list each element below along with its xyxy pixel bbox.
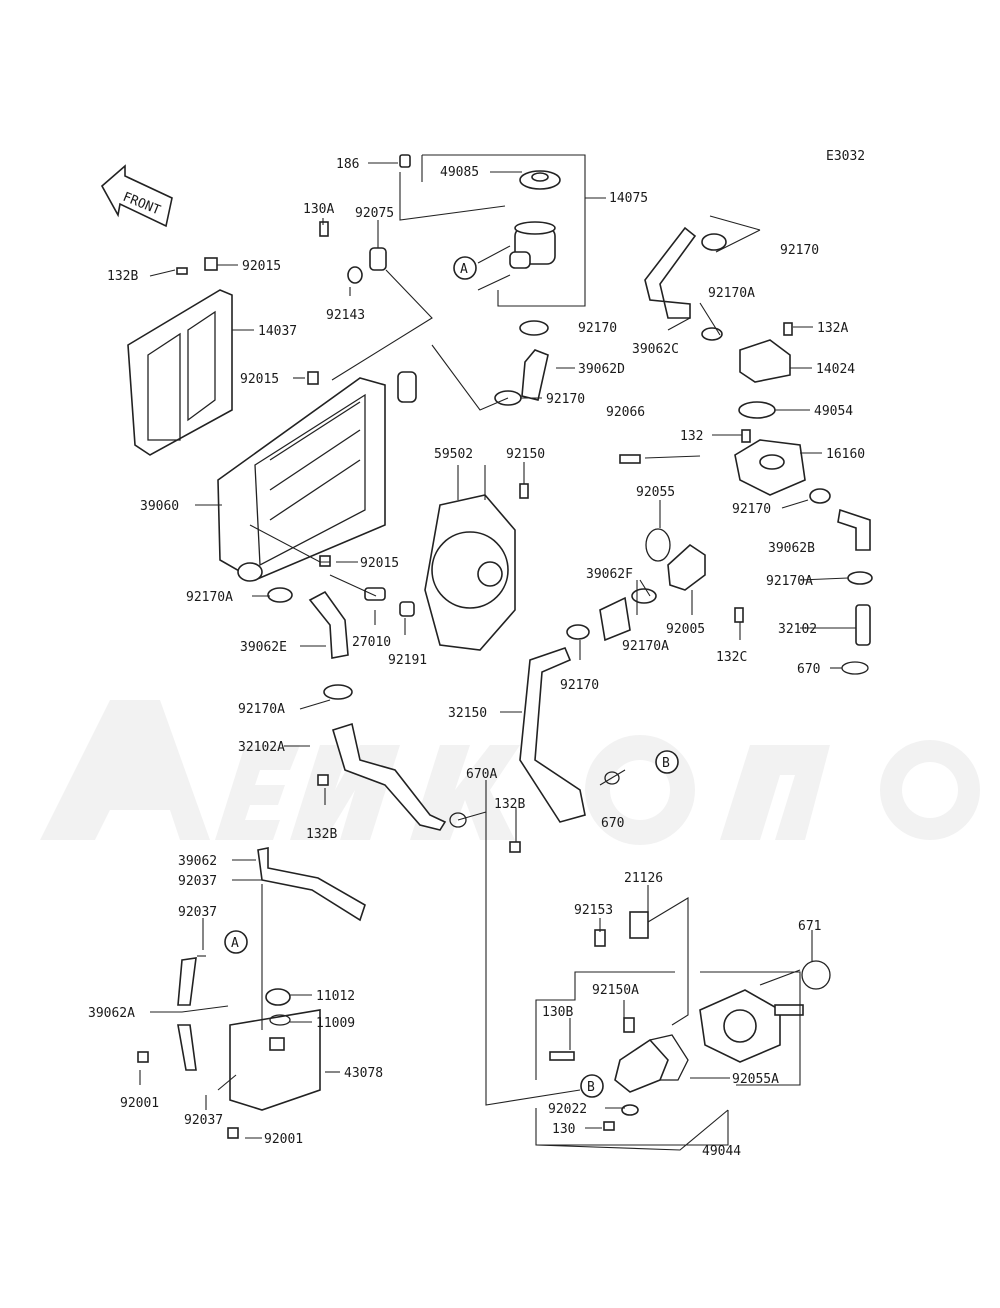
hose-clamp-icon [267,233,873,700]
label-132A: 132A [817,321,848,336]
label-92150A: 92150A [592,983,639,998]
label-32102: 32102 [778,622,817,637]
label-671: 671 [798,919,821,934]
radiator-shroud-icon [127,289,233,456]
label-39062F: 39062F [586,567,633,582]
label-92037-a: 92037 [178,874,217,889]
label-92055A: 92055A [732,1072,779,1087]
thermostat-housing-icon [734,339,806,496]
label-670-low: 670 [601,816,624,831]
label-92015-top: 92015 [242,259,281,274]
reserve-tank-icon [137,988,321,1139]
label-39062C: 39062C [632,342,679,357]
label-92170-c: 92170 [560,678,599,693]
label-39062: 39062 [178,854,217,869]
radiator-cap-icon [519,170,561,190]
label-92170A-mid: 92170A [622,639,669,654]
label-132B-left: 132B [306,827,337,842]
label-11012: 11012 [316,989,355,1004]
label-132C: 132C [716,650,747,665]
label-92037-c: 92037 [184,1113,223,1128]
fitting-icon [307,322,793,853]
label-92005: 92005 [666,622,705,637]
label-14024: 14024 [816,362,855,377]
label-39062E: 39062E [240,640,287,655]
label-670: 670 [797,662,820,677]
label-186: 186 [336,157,359,172]
label-132: 132 [680,429,703,444]
bolt-icon [176,221,387,284]
label-92015-mid: 92015 [240,372,279,387]
label-32150: 32150 [448,706,487,721]
label-27010: 27010 [352,635,391,650]
cooling-fan-icon [424,494,516,651]
label-92015-low: 92015 [360,556,399,571]
label-130: 130 [552,1122,575,1137]
label-92170A-r: 92170A [766,574,813,589]
label-39060: 39060 [140,499,179,514]
label-670A: 670A [466,767,497,782]
svg-text:B: B [587,1080,595,1095]
label-92170-r: 92170 [732,502,771,517]
label-130B: 130B [542,1005,573,1020]
label-39062A: 39062A [88,1006,135,1021]
label-49044: 49044 [702,1144,741,1159]
water-pump-icon [549,911,804,1131]
label-130A: 130A [303,202,334,217]
label-132B-low: 132B [494,797,525,812]
label-92037-b: 92037 [178,905,217,920]
label-92055: 92055 [636,485,675,500]
label-92170A-low: 92170A [238,702,285,717]
label-92001-a: 92001 [120,1096,159,1111]
label-21126: 21126 [624,871,663,886]
svg-text:A: A [460,262,468,277]
callout-b-icon: B B [580,750,679,1098]
label-49085: 49085 [440,165,479,180]
watermark [40,700,980,845]
o-ring-icon [449,528,869,990]
radiator-icon [217,371,417,582]
label-92150: 92150 [506,447,545,462]
callout-a-icon: A A [224,256,477,954]
label-92170-top: 92170 [780,243,819,258]
label-11009: 11009 [316,1016,355,1031]
label-92170A-l: 92170A [186,590,233,605]
leader-lines [139,154,856,1151]
label-16160: 16160 [826,447,865,462]
label-49054: 49054 [814,404,853,419]
label-92153: 92153 [574,903,613,918]
label-14037: 14037 [258,324,297,339]
part-labels: 186 49085 14075 130A 92075 92170 132B 92… [88,157,865,1159]
label-92143: 92143 [326,308,365,323]
label-92066: 92066 [606,405,645,420]
label-92170-mid: 92170 [578,321,617,336]
label-59502: 59502 [434,447,473,462]
label-92170A-top: 92170A [708,286,755,301]
label-32102A: 32102A [238,740,285,755]
label-92001-b: 92001 [264,1132,303,1147]
label-14075: 14075 [609,191,648,206]
svg-text:A: A [231,936,239,951]
svg-text:B: B [662,756,670,771]
label-92075: 92075 [355,206,394,221]
front-arrow-icon: FRONT [100,164,173,228]
label-92022: 92022 [548,1102,587,1117]
label-92191: 92191 [388,653,427,668]
filler-neck-icon [399,154,556,269]
hose-icon [177,226,871,1071]
pipe-icon [667,543,871,646]
diagram-code: E3032 [826,149,865,164]
label-43078: 43078 [344,1066,383,1081]
label-39062D: 39062D [578,362,625,377]
label-132B-top: 132B [107,269,138,284]
label-39062B: 39062B [768,541,815,556]
label-92170-mid2: 92170 [546,392,585,407]
